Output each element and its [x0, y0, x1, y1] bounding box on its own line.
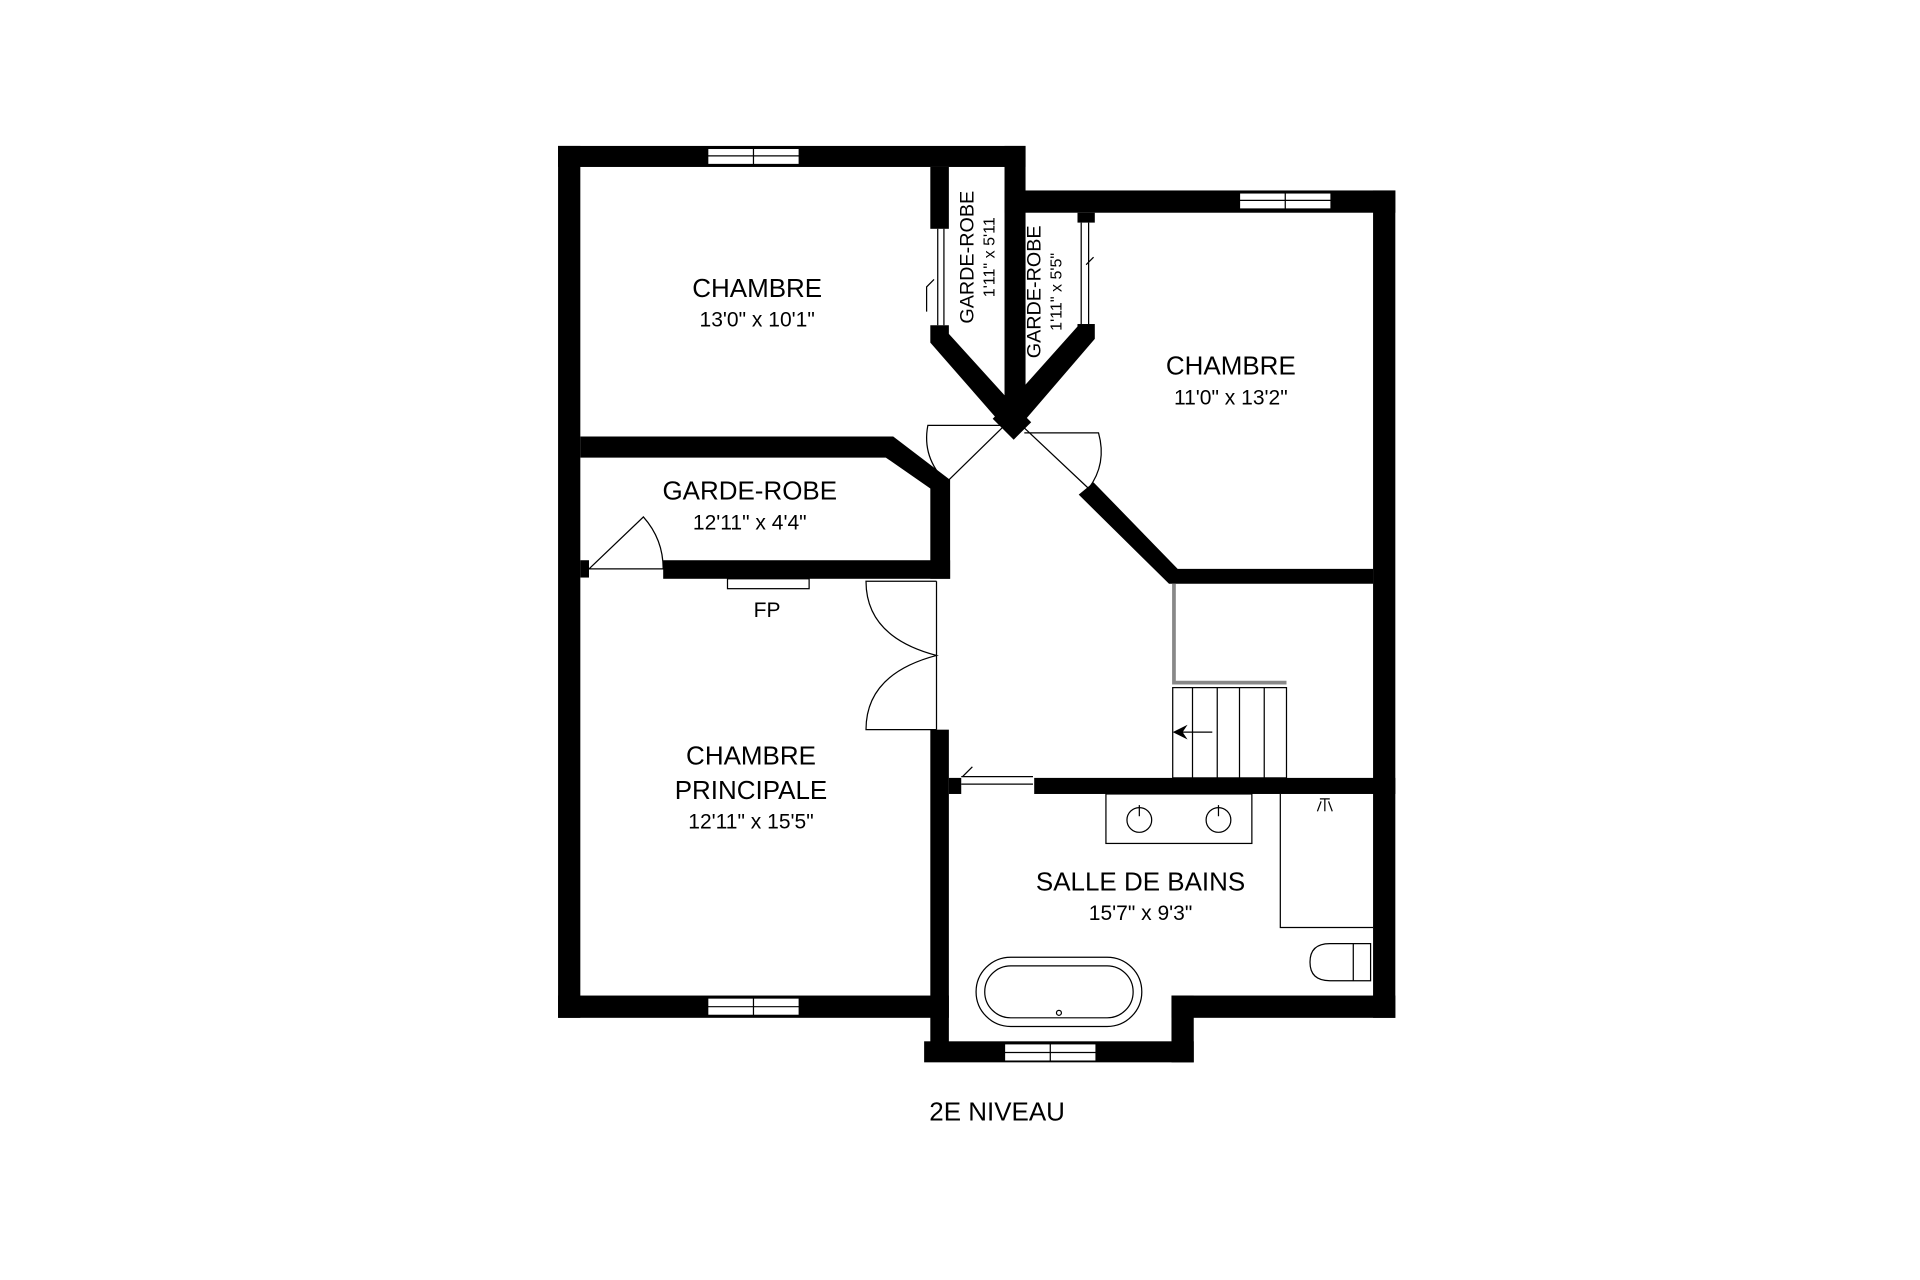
shower-head-icon	[1316, 798, 1333, 812]
toilet-icon	[1309, 942, 1372, 982]
room-size: 15'7" x 9'3"	[1089, 902, 1193, 925]
fireplace-label: FP	[754, 599, 781, 622]
fixtures	[975, 793, 1374, 1028]
level-title: 2E NIVEAU	[929, 1096, 1065, 1126]
bathtub-icon	[975, 956, 1143, 1028]
room-size: 12'11" x 15'5"	[688, 811, 813, 834]
room-name: PRINCIPALE	[675, 775, 828, 805]
room-size: 13'0" x 10'1"	[700, 308, 815, 331]
room-size: 12'11" x 4'4"	[693, 511, 807, 534]
windows	[707, 147, 1332, 1062]
stairs	[1172, 583, 1288, 779]
room-size: 1'11" x 5'11	[981, 217, 999, 297]
arrow-icon	[1172, 724, 1188, 740]
room-size: 1'11" x 5'5"	[1047, 253, 1065, 331]
room-name: CHAMBRE	[1166, 351, 1296, 381]
room-size: 11'0" x 13'2"	[1174, 386, 1288, 409]
room-name: GARDE-ROBE	[662, 476, 837, 506]
doors	[587, 222, 1102, 785]
room-name: SALLE DE BAINS	[1036, 866, 1245, 896]
room-name: GARDE-ROBE	[957, 191, 979, 324]
room-labels: CHAMBRE 13'0" x 10'1" GARDE-ROBE 1'11" x…	[662, 191, 1295, 1127]
room-name: CHAMBRE	[692, 273, 822, 303]
room-name: GARDE-ROBE	[1023, 225, 1045, 358]
room-name: CHAMBRE	[686, 740, 816, 770]
